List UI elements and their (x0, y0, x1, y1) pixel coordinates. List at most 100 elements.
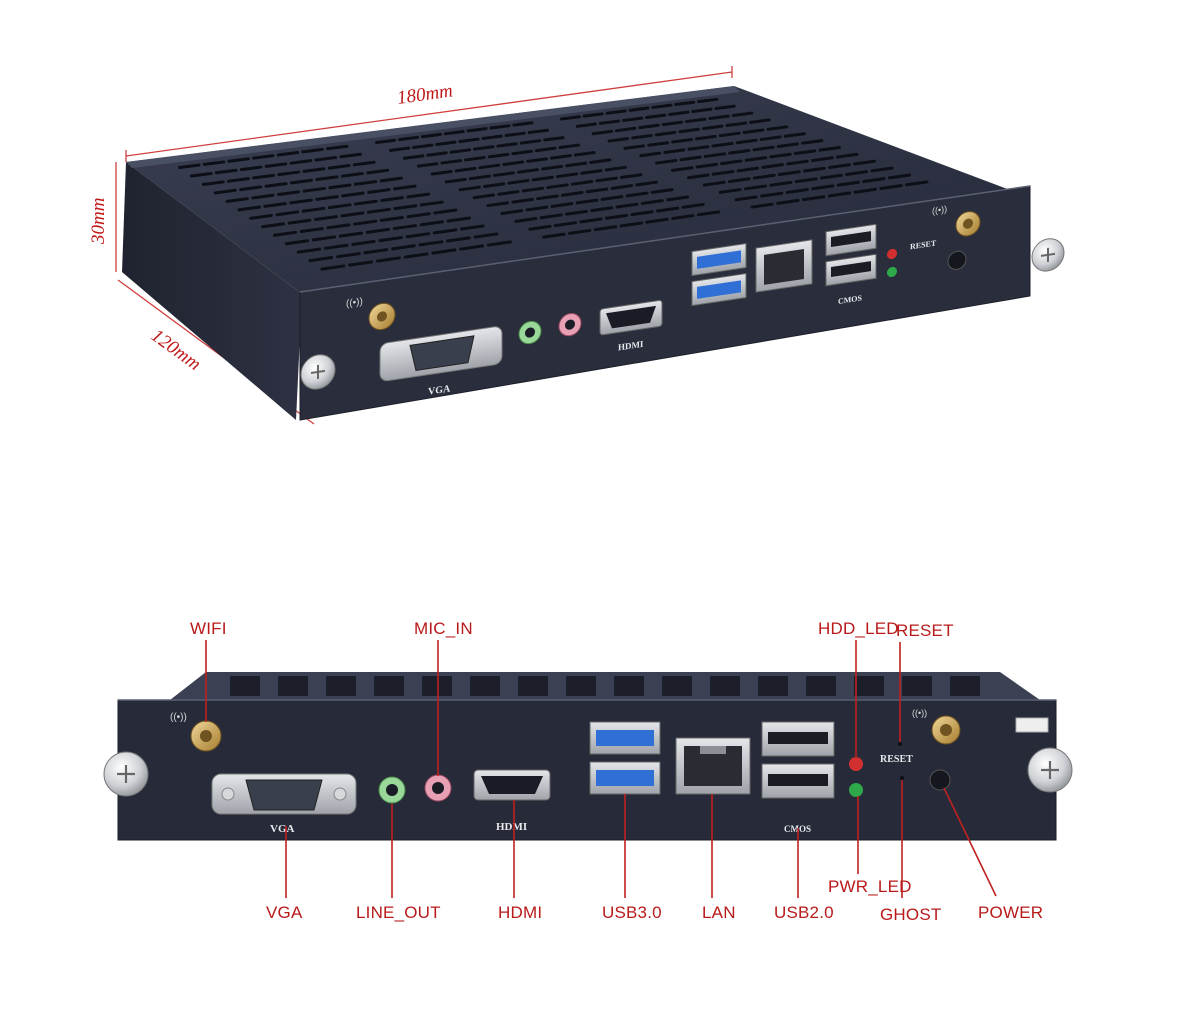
vent-slot (405, 232, 431, 239)
vent-slot (444, 177, 467, 184)
vent-slot (681, 202, 705, 209)
vent-slot (486, 201, 510, 208)
vent-slot (251, 193, 275, 200)
vent-slot (230, 676, 260, 696)
vent-slot (811, 156, 834, 162)
vent-slot (654, 130, 677, 137)
svg-text:((•)): ((•)) (346, 296, 363, 309)
vent-slot (339, 152, 363, 159)
vent-slot (711, 170, 735, 176)
vent-slot (276, 151, 300, 157)
vent-slot (422, 676, 452, 696)
vent-slot (560, 191, 584, 197)
usb3-ports-top (691, 243, 747, 307)
vent-slot (367, 188, 391, 194)
vent-slot (486, 240, 512, 247)
vent-slot (239, 165, 263, 172)
vent-slot (650, 188, 674, 194)
vent-slot (610, 184, 634, 190)
vent-slot (614, 676, 644, 696)
vent-slot (458, 185, 481, 192)
vent-slot (575, 198, 599, 205)
vent-slot (325, 144, 349, 151)
vent-slot (786, 159, 809, 166)
vent-slot (695, 162, 719, 169)
vent-slot (473, 232, 499, 239)
vent-slot (380, 196, 404, 202)
vent-slot (534, 146, 557, 153)
front-view-panel (117, 699, 1057, 841)
vent-slot (527, 128, 549, 135)
vent-slot (542, 232, 566, 239)
callout-ghost: GHOST (880, 905, 941, 924)
vent-slot (879, 184, 903, 190)
vent-slot (794, 177, 818, 184)
vent-slot (449, 148, 472, 154)
vent-slot (543, 136, 565, 142)
vent-slot (749, 118, 771, 124)
vent-slot (403, 252, 429, 259)
vent-slot (656, 206, 680, 213)
vent-slot (289, 178, 314, 185)
vent-slot (391, 244, 416, 251)
vent-slot (625, 191, 649, 198)
vent-slot (836, 180, 860, 187)
vent-slot (252, 154, 275, 160)
vent-slot (402, 154, 425, 160)
vent-slot (671, 138, 693, 144)
vent-slot (785, 188, 809, 194)
vent-slot (340, 211, 365, 218)
vent-slot (708, 114, 730, 121)
wifi-antenna-left-front: ((•)) (170, 712, 222, 752)
vent-slot (340, 172, 364, 178)
thumb-screw-right-front (1027, 747, 1073, 793)
vent-slot (793, 149, 817, 156)
wifi-antenna-left: ((•)) (346, 296, 396, 331)
vent-slot (511, 149, 533, 156)
vent-slot (375, 256, 401, 263)
vent-slot (320, 264, 346, 271)
vent-slot (686, 173, 710, 180)
vent-slot (366, 168, 390, 175)
vent-slot (308, 256, 334, 263)
vent-slot (661, 120, 684, 127)
vent-slot (647, 141, 670, 147)
vent-slot (483, 182, 506, 188)
cmos-panel-label-top: CMOS (838, 293, 862, 306)
vent-slot (604, 213, 629, 220)
vent-slot (487, 152, 510, 159)
vent-slot (278, 676, 308, 696)
vent-slot (481, 134, 503, 141)
vent-slot (500, 209, 524, 215)
vent-slot (446, 236, 471, 243)
vent-slot (803, 166, 826, 173)
vent-slot (289, 159, 313, 165)
vent-slot (301, 206, 326, 213)
vent-slot (178, 163, 201, 170)
vent-slot (352, 160, 376, 167)
vent-slot (752, 173, 776, 180)
vent-slot (591, 129, 614, 136)
thumb-screw-right (1031, 238, 1065, 272)
vent-slot (639, 151, 662, 158)
vent-slot (353, 219, 378, 226)
vent-slot (783, 132, 806, 138)
vent-slot (517, 168, 540, 174)
vent-slot (769, 180, 793, 187)
vent-slot (761, 163, 784, 169)
vent-slot (640, 199, 664, 205)
vent-slot (388, 146, 411, 152)
vent-slot (694, 134, 717, 141)
vent-slot (502, 160, 525, 167)
callout-usb20: USB2.0 (774, 903, 834, 922)
usb2-ports-top: CMOS (825, 223, 877, 306)
vent-slot (412, 143, 434, 149)
vent-slot (776, 198, 800, 205)
vent-slot (655, 158, 678, 165)
vent-slot (416, 162, 439, 168)
vent-slot (718, 131, 741, 138)
callout-wifi: WIFI (190, 619, 227, 638)
vent-slot (600, 195, 624, 201)
vent-slot (853, 159, 876, 166)
vga-port: VGA (211, 773, 357, 835)
